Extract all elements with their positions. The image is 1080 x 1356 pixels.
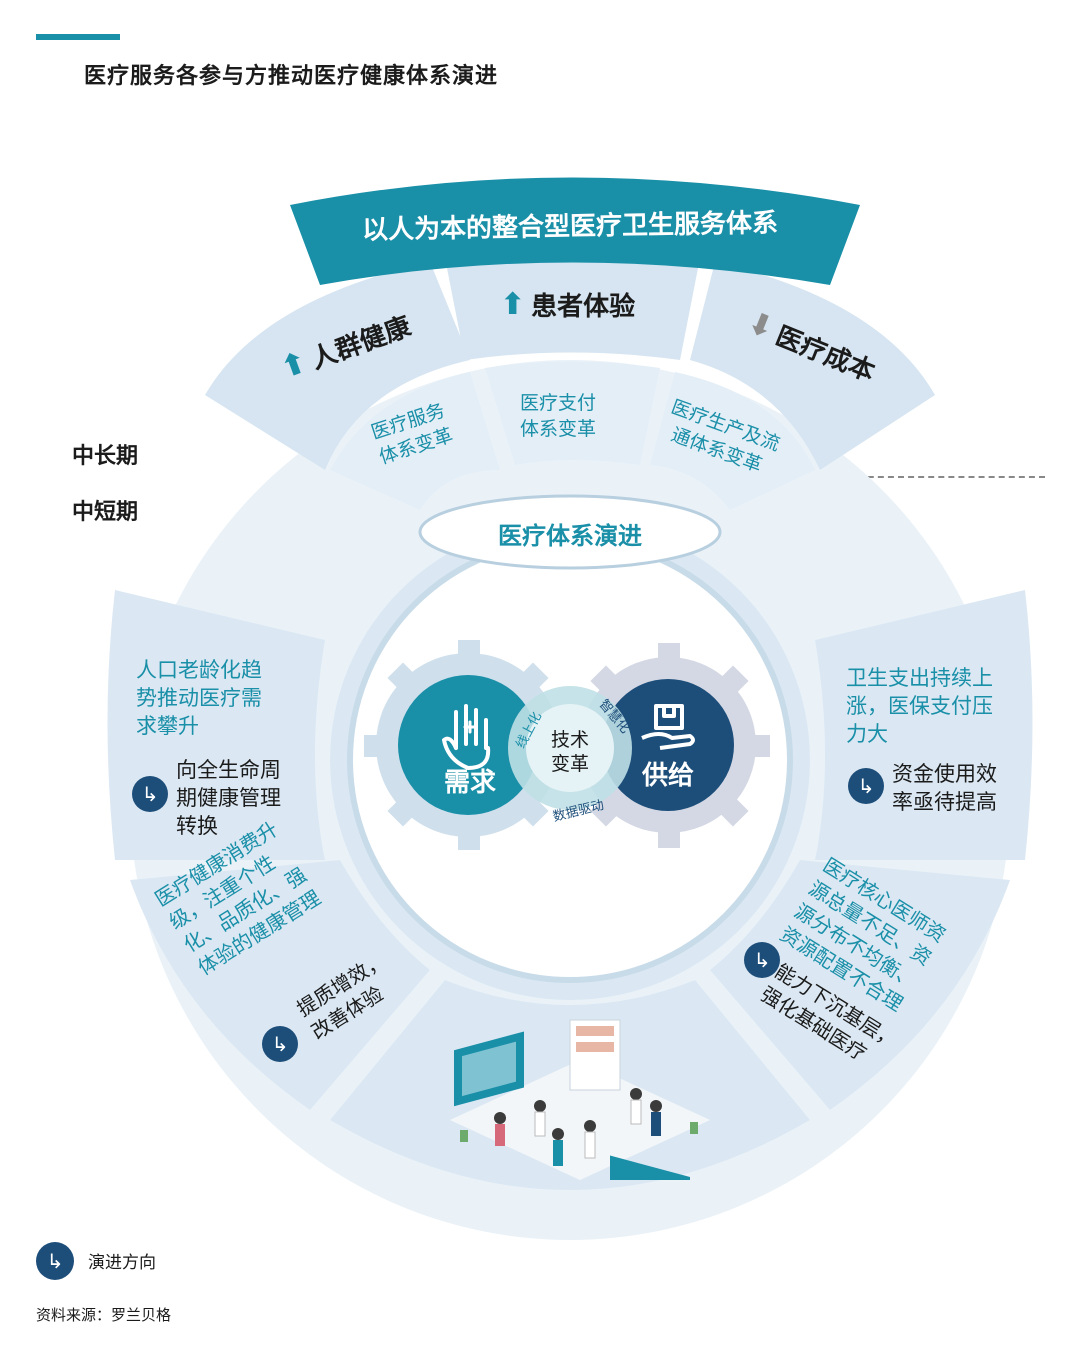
box-hand-icon [641,704,695,750]
panel-left-lower [130,860,430,1110]
segment-population [205,262,470,470]
right-upper-text: 卫生支出持续上 涨，医保支付压 力大 [846,666,993,746]
demand-label: 需求 [443,768,496,798]
segment-label-patient: ⬆ 患者体验 [500,287,636,322]
banner-ribbon [290,177,860,285]
evolution-arrow-icon: ↳ [132,776,168,812]
arrow-up-icon: ⬆ [500,287,526,322]
right-upper-arrow-text: 资金使用效 率亟待提高 [892,762,997,814]
segment-cost [690,262,935,470]
legend-label: 演进方向 [88,1253,156,1273]
subsegment-service [330,372,500,510]
center-title-oval [418,494,722,570]
tech-change-label: 技术 变革 [550,729,589,775]
evolution-arrow-icon: ↳ [744,942,780,978]
subsegment-payment [485,361,660,465]
period-long-label: 中长期 [72,444,139,469]
hand-icon [442,704,491,770]
evolution-arrow-icon: ↳ [36,1242,74,1280]
supply-label: 供给 [641,761,694,791]
page-title: 医疗服务各参与方推动医疗健康体系演进 [84,64,499,89]
hospital-illustration [450,1019,710,1180]
panel-right-lower [710,860,1010,1110]
center-title: 医疗体系演进 [498,522,642,550]
source-note: 资料来源：罗兰贝格 [36,1306,172,1324]
evolution-arrow-icon: ↳ [262,1026,298,1062]
tech-circle-inner [526,704,614,792]
left-upper-arrow-text: 向全生命周 期健康管理 转换 [176,758,281,838]
period-short-label: 中短期 [72,500,139,525]
segment-patient [445,249,700,360]
subsegment-label-payment: 医疗支付 体系变革 [520,392,597,440]
title-accent-bar [36,34,120,40]
evolution-arrow-icon: ↳ [848,768,884,804]
subsegment-production [650,372,815,510]
left-upper-text: 人口老龄化趋 势推动医疗需 求攀升 [136,658,262,738]
